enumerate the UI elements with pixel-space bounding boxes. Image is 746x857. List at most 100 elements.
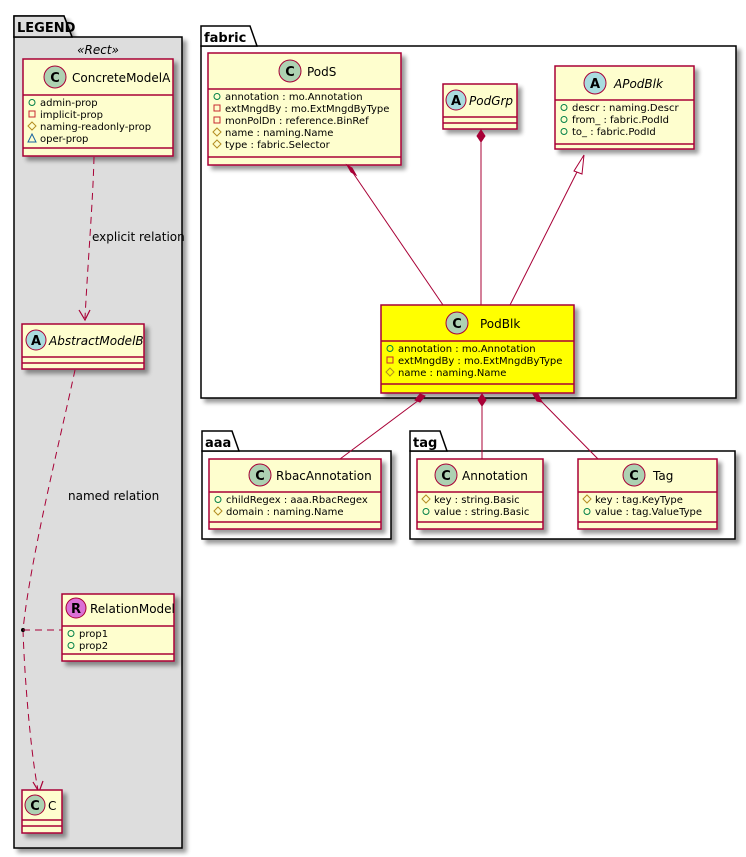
public-visibility-icon bbox=[213, 93, 221, 100]
attribute: value : string.Basic bbox=[434, 507, 529, 518]
attribute: naming-readonly-prop bbox=[40, 122, 151, 133]
inheritance-triangle-icon bbox=[573, 154, 585, 175]
composition-edge-podblk-annotation bbox=[477, 393, 487, 459]
spot-letter: C bbox=[255, 469, 265, 484]
attribute: prop2 bbox=[79, 641, 108, 652]
class-spot-icon bbox=[43, 65, 67, 89]
composition-diamond-icon bbox=[477, 393, 487, 407]
protected-visibility-icon bbox=[385, 367, 395, 377]
aaa-package-title: aaa bbox=[205, 436, 231, 451]
attribute: key : tag.KeyType bbox=[595, 495, 683, 506]
spot-letter: C bbox=[50, 71, 60, 86]
named-relation-edge: named relation bbox=[21, 369, 159, 794]
public-visibility-icon bbox=[67, 630, 75, 637]
public-visibility-icon bbox=[214, 496, 222, 503]
explicit-relation-edge: explicit relation bbox=[78, 156, 185, 322]
protected-visibility-icon bbox=[582, 494, 592, 504]
spot-letter: R bbox=[71, 602, 81, 617]
class-podgrp[interactable]: A PodGrp bbox=[442, 83, 518, 130]
attribute: to_ : fabric.PodId bbox=[572, 127, 656, 138]
public-visibility-icon bbox=[67, 642, 75, 649]
composition-diamond-icon bbox=[414, 393, 426, 403]
protected-visibility-icon bbox=[421, 494, 431, 504]
legend-stereotype: «Rect» bbox=[77, 43, 119, 57]
attribute: childRegex : aaa.RbacRegex bbox=[226, 495, 368, 506]
attribute: from_ : fabric.PodId bbox=[572, 115, 669, 126]
attribute: name : naming.Name bbox=[398, 368, 506, 379]
attribute: extMngdBy : mo.ExtMngdByType bbox=[225, 104, 389, 115]
package-visibility-icon bbox=[27, 132, 37, 143]
public-visibility-icon bbox=[583, 508, 591, 515]
composition-edge-pods-podblk bbox=[345, 163, 444, 306]
private-visibility-icon bbox=[28, 110, 36, 118]
legend-package-title: LEGEND bbox=[17, 21, 76, 36]
protected-visibility-icon bbox=[27, 121, 37, 131]
protected-visibility-icon bbox=[212, 127, 222, 137]
class-podblk[interactable]: C PodBlk annotation : mo.AnnotationextMn… bbox=[380, 304, 575, 394]
class-spot-icon bbox=[622, 463, 646, 487]
class-name: AbstractModelB bbox=[48, 334, 144, 348]
composition-diamond-icon bbox=[476, 129, 486, 143]
class-name: RbacAnnotation bbox=[276, 469, 372, 483]
class-concrete-model-a[interactable]: C ConcreteModelA admin-propimplicit-prop… bbox=[22, 58, 174, 157]
attribute: implicit-prop bbox=[40, 110, 103, 121]
public-visibility-icon bbox=[560, 128, 568, 135]
class-name: ConcreteModelA bbox=[72, 71, 171, 85]
class-name: RelationModel bbox=[90, 602, 175, 616]
composition-diamond-icon bbox=[345, 163, 358, 177]
class-pods[interactable]: C PodS annotation : mo.AnnotationextMngd… bbox=[207, 52, 402, 166]
private-visibility-icon bbox=[386, 356, 394, 364]
spot-letter: C bbox=[30, 799, 40, 814]
class-name: C bbox=[48, 799, 56, 813]
class-c[interactable]: C C bbox=[21, 789, 63, 834]
spot-letter: A bbox=[451, 94, 461, 109]
attribute: oper-prop bbox=[40, 134, 88, 145]
attribute: admin-prop bbox=[40, 98, 98, 109]
class-abstract-model-b[interactable]: A AbstractModelB bbox=[21, 323, 145, 370]
private-visibility-icon bbox=[213, 116, 221, 124]
private-visibility-icon bbox=[213, 104, 221, 112]
public-visibility-icon bbox=[28, 99, 36, 106]
class-spot-icon bbox=[248, 463, 272, 487]
attribute: monPolDn : reference.BinRef bbox=[225, 116, 369, 127]
protected-visibility-icon bbox=[213, 506, 223, 516]
class-name: PodGrp bbox=[469, 94, 513, 108]
attribute-list: admin-propimplicit-propnaming-readonly-p… bbox=[27, 98, 151, 145]
attribute: domain : naming.Name bbox=[226, 507, 344, 518]
composition-diamond-icon bbox=[532, 393, 543, 403]
fabric-package-title: fabric bbox=[204, 31, 246, 46]
inheritance-edge-podblk-apodblk bbox=[509, 154, 585, 306]
spot-letter: A bbox=[31, 334, 41, 349]
public-visibility-icon bbox=[422, 508, 430, 515]
class-spot-icon bbox=[445, 311, 469, 335]
named-relation-label: named relation bbox=[68, 489, 159, 503]
class-name: Tag bbox=[652, 469, 673, 483]
class-spot-icon bbox=[278, 59, 302, 83]
class-name: APodBlk bbox=[613, 77, 664, 91]
class-spot-icon bbox=[24, 794, 46, 816]
composition-edge-podgrp-podblk bbox=[476, 129, 486, 305]
spot-letter: C bbox=[452, 317, 462, 332]
abstract-spot-icon bbox=[583, 71, 607, 95]
class-rbac-annotation[interactable]: C RbacAnnotation childRegex : aaa.RbacRe… bbox=[208, 458, 382, 530]
public-visibility-icon bbox=[386, 345, 394, 352]
spot-letter: C bbox=[441, 469, 451, 484]
class-spot-icon bbox=[434, 463, 458, 487]
attribute: prop1 bbox=[79, 629, 108, 640]
abstract-spot-icon bbox=[25, 329, 47, 351]
composition-edge-podblk-rbac bbox=[339, 393, 426, 460]
public-visibility-icon bbox=[560, 104, 568, 111]
protected-visibility-icon bbox=[212, 139, 222, 149]
public-visibility-icon bbox=[560, 116, 568, 123]
attribute: name : naming.Name bbox=[225, 128, 333, 139]
